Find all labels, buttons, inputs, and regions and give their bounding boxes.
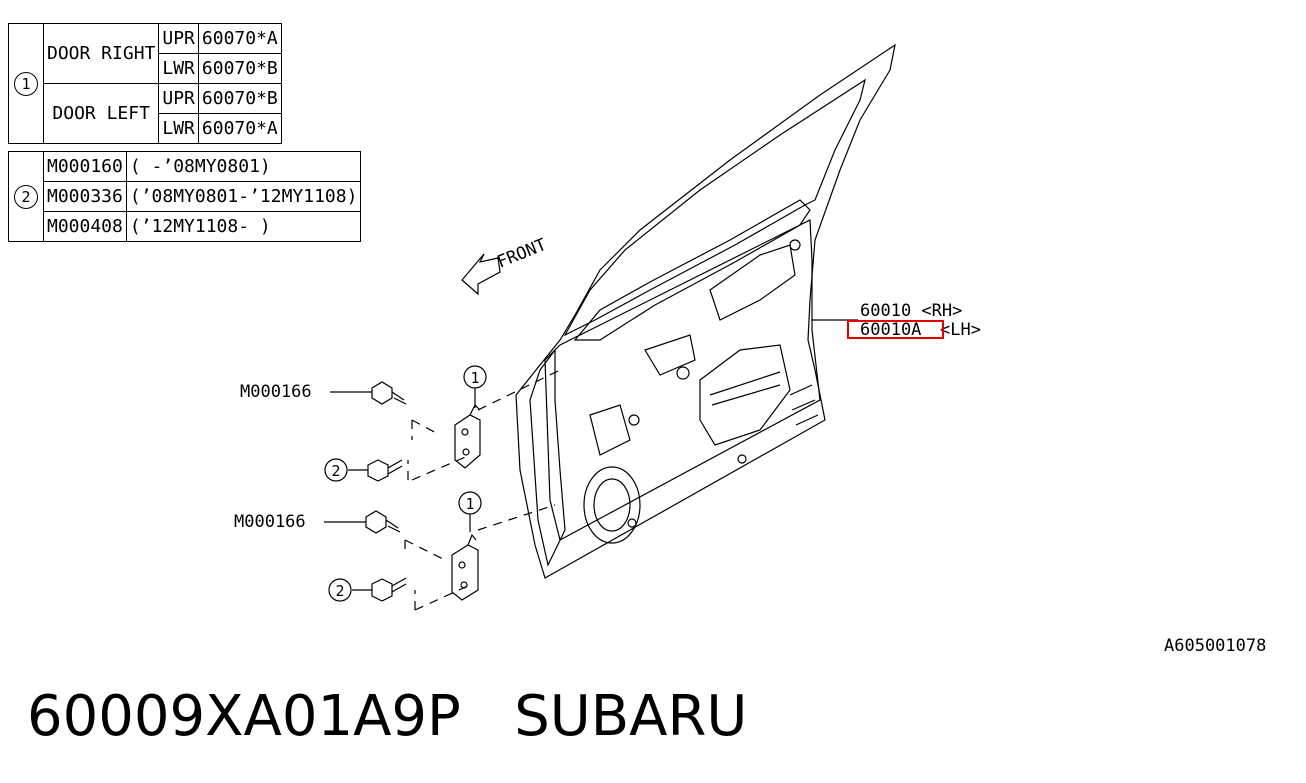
bolt-lower-label: M000166 [234,512,306,532]
table1-code-2: 60070*B [197,83,282,114]
door-rh-label[interactable]: 60010 <RH> [860,301,963,321]
table2-range-0: ( -’08MY0801) [125,151,362,182]
table2-range-2: (’12MY1108- ) [125,211,362,242]
footer-title: 60009XA01A9P SUBARU [27,684,747,749]
bolt-upper-callout2-icon [367,459,403,482]
callout-2-upper-text: 2 [331,462,340,480]
door-lh-side-label: <LH> [940,320,981,340]
callout-2-cell: 2 [8,151,44,242]
bolt-upper-m000166-icon [371,381,407,405]
upper-hinge-icon [454,403,481,469]
table2-range-1: (’08MY0801-’12MY1108) [125,181,362,212]
callout-1-lower-text: 1 [465,495,474,513]
table1-pos-3: LWR [158,113,199,144]
front-arrow-icon [461,253,501,296]
bolt-lower-m000166-icon [365,510,401,534]
door-right-label: DOOR RIGHT [42,23,160,84]
door-lh-code-label[interactable]: 60010A [860,320,922,340]
table1-code-0: 60070*A [197,23,282,54]
hinge-code-table: 1 DOOR RIGHT UPR 60070*A LWR 60070*B DOO… [8,23,282,144]
brand-name: SUBARU [514,684,748,749]
part-number: 60009XA01A9P [27,684,461,749]
door-panel [515,43,896,579]
table2-part-1: M000336 [43,181,127,212]
diagram-id-label: A605001078 [1164,636,1267,656]
callout-2-upper-icon [324,458,348,482]
callout-1-cell: 1 [8,23,44,144]
table2-part-2: M000408 [43,211,127,242]
door-lh-highlight-box [847,320,944,339]
callout-1-circle: 1 [14,71,38,96]
table1-code-1: 60070*B [197,53,282,84]
table1-code-3: 60070*A [197,113,282,144]
bolt-code-table: 2 M000160 ( -’08MY0801) M000336 (’08MY08… [8,151,362,242]
callout-1-upper-text: 1 [470,369,479,387]
callout-2-lower-icon [328,578,352,602]
callout-2-lower-text: 2 [335,582,344,600]
hinge-dashed-leaders [404,369,561,611]
bolt-upper-label: M000166 [240,382,312,402]
bolt-lower-callout2-icon [371,577,407,602]
table1-pos-2: UPR [158,83,199,114]
callout-2-circle: 2 [14,184,38,209]
table2-part-0: M000160 [43,151,127,182]
front-label: FRONT [494,235,549,273]
door-left-label: DOOR LEFT [42,83,160,144]
lower-hinge-icon [451,533,479,601]
